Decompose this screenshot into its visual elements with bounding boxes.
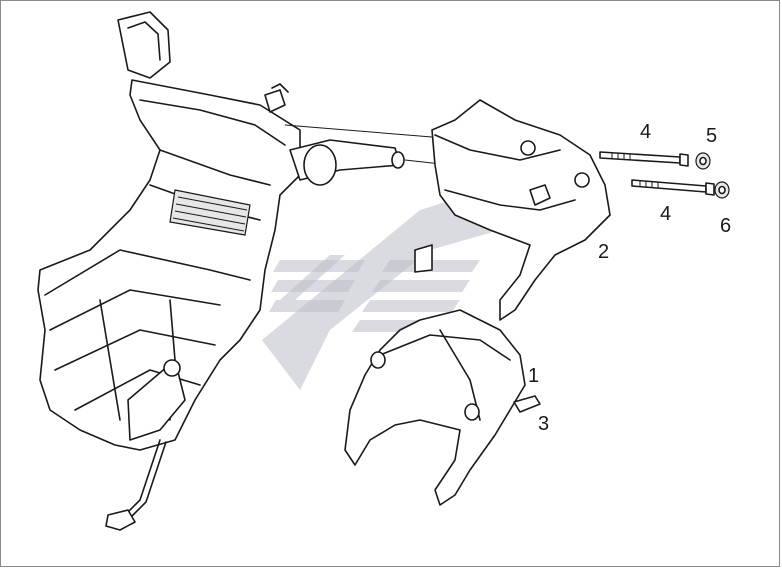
bolt-part-4-lower (631, 179, 715, 196)
part-label-4-lower: 4 (660, 203, 672, 225)
upper-cover-part-2 (414, 99, 611, 321)
lower-cover-part-1 (344, 309, 526, 506)
part-label-6: 6 (720, 215, 732, 237)
washer-part-6 (714, 181, 730, 199)
bolt-part-4-upper (599, 151, 689, 167)
clip-part-3 (513, 395, 541, 413)
part-label-4-upper: 4 (640, 121, 652, 143)
part-label-3: 3 (538, 413, 550, 435)
part-label-5: 5 (706, 125, 718, 147)
part-label-1: 1 (528, 365, 540, 387)
nut-part-5 (695, 152, 711, 170)
part-label-2: 2 (598, 241, 610, 263)
steering-head-frame (37, 11, 405, 531)
